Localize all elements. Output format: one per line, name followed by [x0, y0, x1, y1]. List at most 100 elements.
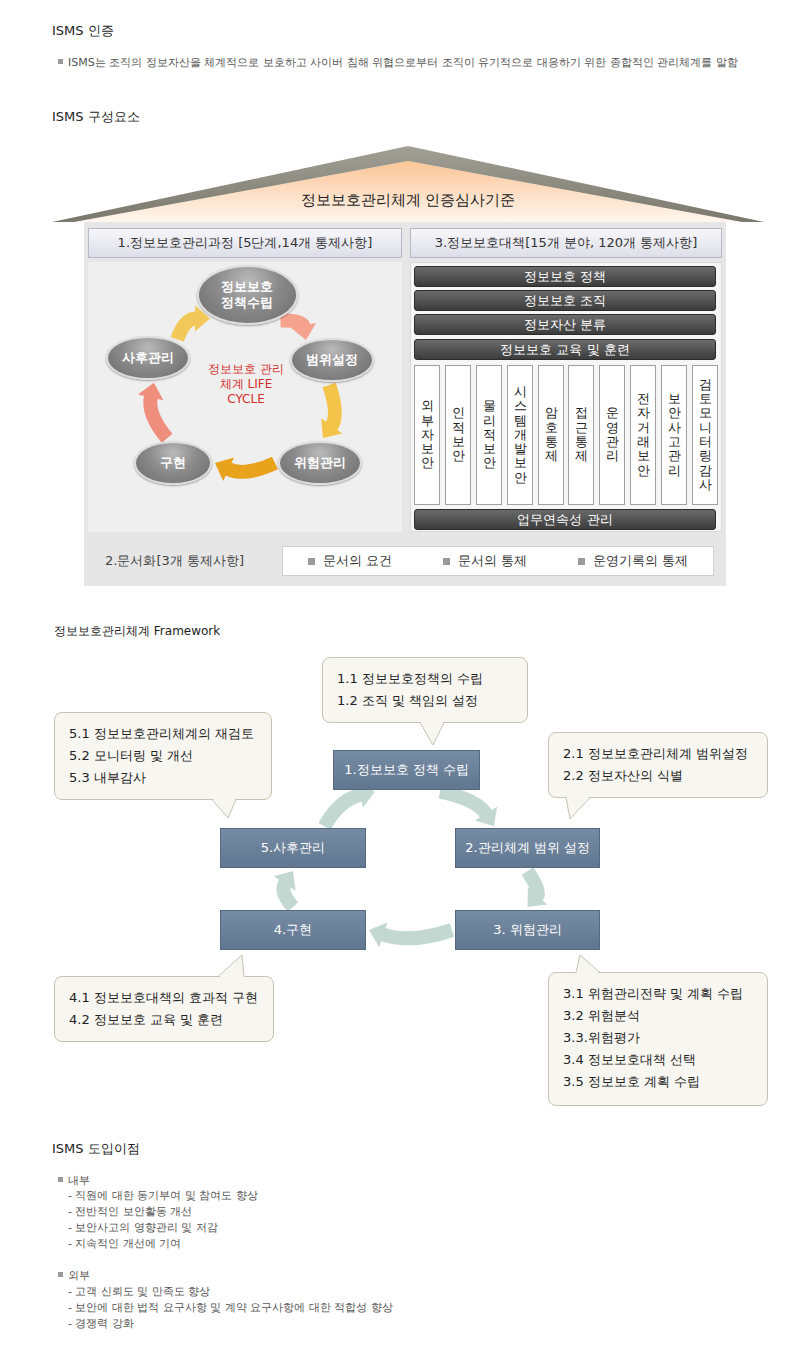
cycle-arrow — [321, 385, 342, 438]
arrow-head — [274, 871, 296, 891]
callout-tail-line — [576, 955, 600, 973]
control-bar: 업무연속성 관리 — [414, 509, 716, 530]
control-bar: 정보자산 분류 — [414, 314, 716, 335]
sub-item: - 직원에 대한 동기부여 및 참여도 향상 — [68, 1188, 258, 1203]
arrow-body — [150, 396, 167, 438]
control-column: 전자거래보안 — [630, 365, 656, 505]
node-text: 3. 위험관리 — [493, 921, 562, 939]
callout-bubble: 4.1 정보보호대책의 효과적 구현4.2 정보보호 교육 및 훈련 — [54, 976, 274, 1042]
vertical-label: 접근통제 — [575, 406, 588, 463]
bullet-square — [443, 558, 450, 565]
cycle-stage: 위험관리 — [278, 441, 362, 485]
node-text: 1.2 조직 및 책임의 설정 — [337, 690, 478, 712]
section-header: 1.정보보호관리과정 [5단계,14개 통제사항] — [88, 228, 402, 258]
control-column: 운영관리 — [599, 365, 625, 505]
sub-item: - 지속적인 개선에 기여 — [68, 1236, 181, 1251]
arrow-head — [528, 887, 548, 907]
bullet-item: 내부 — [68, 1173, 90, 1188]
node-text: 5.3 내부감사 — [69, 767, 146, 789]
callout-tail-line — [212, 800, 236, 819]
callout-tail-line — [566, 798, 590, 820]
framework-step: 5.사후관리 — [220, 828, 366, 868]
callout-bubble: 1.1 정보보호정책의 수립1.2 조직 및 책임의 설정 — [322, 657, 528, 723]
control-bar: 정보보호 정책 — [414, 266, 716, 287]
vertical-label: 암호통제 — [545, 406, 558, 463]
node-text: 2.1 정보보호관리체계 범위설정 — [563, 743, 748, 765]
vertical-label: 시스템개발보안 — [514, 385, 527, 485]
lifecycle-panel: 정보보호 관리체계 LIFE CYCLE 정보보호 정책수립범위설정위험관리 구현 사… — [88, 262, 402, 532]
callout-tail — [54, 976, 274, 1042]
arrow-body — [440, 792, 486, 815]
section-heading: ISMS 구성요소 — [52, 108, 140, 126]
intro-text: ISMS는 조직의 정보자산을 체계적으로 보호하고 사이버 침해 위협으로부터… — [68, 55, 792, 70]
arrow-body — [177, 318, 196, 339]
arrow-body — [228, 463, 275, 472]
node-text: 3.1 위험관리전략 및 계획 수립 — [563, 983, 743, 1005]
arrow-head — [321, 418, 342, 438]
framework-step: 3. 위험관리 — [455, 910, 600, 950]
cycle-arrow — [138, 383, 167, 439]
node-text: 4.구현 — [274, 921, 312, 939]
bullet-square — [58, 1272, 63, 1277]
callout-tail-fill — [218, 955, 244, 979]
vertical-label: 검토모니터링감사 — [699, 378, 712, 492]
bullet-square — [58, 1177, 63, 1182]
callout-tail-fill — [566, 796, 590, 820]
cycle-stage: 정보보호 정책수립 — [197, 265, 298, 325]
node-text: 4.1 정보보호대책의 효과적 구현 — [69, 987, 258, 1009]
node-text: 위험관리 — [294, 455, 346, 471]
arrow-body — [325, 795, 362, 827]
callout-tail-fill — [212, 798, 236, 819]
arrow-head — [369, 922, 387, 947]
node-text: 3.2 위험분석 — [563, 1005, 640, 1027]
callout-tail-line — [218, 955, 244, 977]
node-text: 3.3.위험평가 — [563, 1027, 640, 1049]
node-text: 1.1 정보보호정책의 수립 — [337, 668, 483, 690]
roof-banner: 정보보호관리체계 인증심사기준 — [52, 146, 764, 222]
callout-tail-line — [420, 723, 444, 746]
node-text: 5.2 모니터링 및 개선 — [69, 745, 193, 767]
roof-edge — [52, 146, 764, 222]
node-text: 업무연속성 관리 — [517, 511, 612, 529]
control-column: 외부자보안 — [414, 365, 440, 505]
cycle-arrow — [274, 871, 296, 907]
callout-tail — [548, 732, 768, 798]
control-bar: 정보보호 조직 — [414, 290, 716, 311]
control-column: 보안사고관리 — [661, 365, 687, 505]
cycle-arrow — [215, 458, 275, 482]
control-column: 암호통제 — [538, 365, 564, 505]
cycle-stage: 범위설정 — [290, 338, 374, 382]
framework-step: 1.정보보호 정책 수립 — [333, 750, 480, 790]
arrow-head — [215, 458, 234, 482]
node-text: 사후관리 — [122, 350, 174, 366]
callout-bubble: 5.1 정보보호관리체계의 재검토5.2 모니터링 및 개선5.3 내부감사 — [54, 712, 272, 800]
node-text: 문서의 통제 — [458, 552, 527, 570]
sub-item: - 경쟁력 강화 — [68, 1316, 134, 1331]
arrow-body — [280, 320, 303, 326]
vertical-label: 물리적보안 — [483, 399, 496, 470]
cycle-arrow — [440, 792, 497, 827]
node-text: 운영기록의 통제 — [593, 552, 688, 570]
node-text: 정보보호 관리체계 LIFE CYCLE — [203, 362, 289, 407]
node-text: 범위설정 — [306, 352, 358, 368]
node-text: 구현 — [160, 455, 186, 471]
cycle-arrow — [280, 320, 316, 340]
sub-item: - 보안사고의 영향관리 및 저감 — [68, 1220, 218, 1235]
vertical-label: 보안사고관리 — [668, 392, 681, 478]
node-text: 3.정보보호대책[15개 분야, 120개 통제사항] — [435, 234, 697, 252]
node-text: 5.사후관리 — [261, 839, 325, 857]
node-text: 2.2 정보자산의 식별 — [563, 765, 683, 787]
control-column: 접근통제 — [568, 365, 594, 505]
cycle-arrow — [528, 871, 548, 907]
doc-item: 문서의 요건 — [308, 552, 392, 570]
bullet-item: 외부 — [68, 1268, 90, 1283]
control-column: 검토모니터링감사 — [692, 365, 718, 505]
bullet-square — [578, 558, 585, 565]
section-heading: 정보보호관리체계 Framework — [54, 623, 220, 640]
control-bar: 정보보호 교육 및 훈련 — [414, 339, 716, 360]
node-text: 정보보호 교육 및 훈련 — [500, 341, 629, 359]
vertical-label: 운영관리 — [606, 406, 619, 463]
roof-shape — [52, 146, 764, 222]
doc-item: 문서의 통제 — [443, 552, 527, 570]
callout-tail-fill — [576, 955, 600, 975]
